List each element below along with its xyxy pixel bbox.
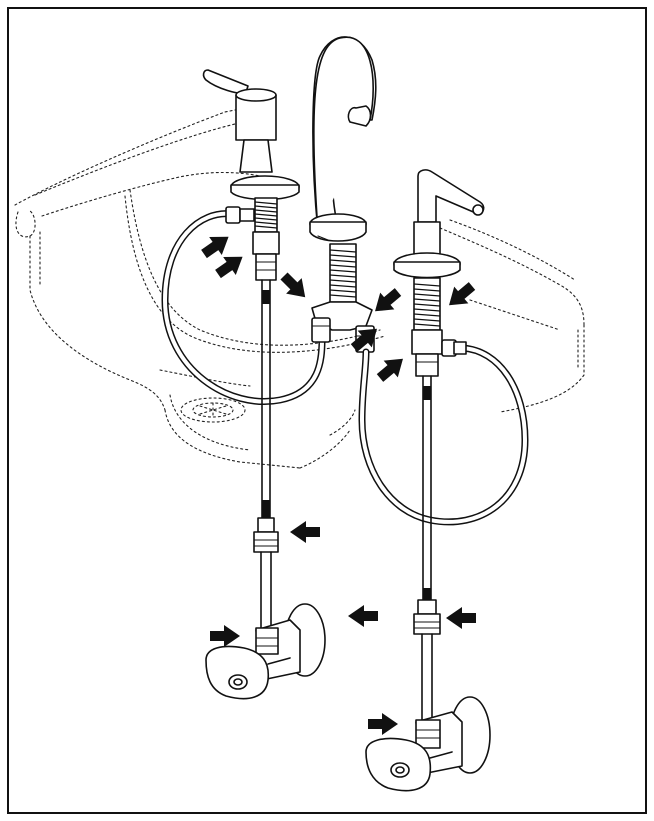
right-shutoff-valve [365,696,491,792]
arrow-icon [276,268,313,305]
left-shank [252,197,280,281]
figure-frame [7,7,647,814]
arrow-icon [368,713,398,735]
drain [180,397,246,423]
right-shank [411,277,443,377]
left-handle [202,69,300,201]
sink-basin-outline [14,107,585,469]
right-supply-line [413,375,441,721]
arrow-icon [348,605,378,627]
arrow-icon [446,607,476,629]
arrow-icon [211,247,249,284]
right-braided-hose [358,339,529,526]
arrow-icon [210,625,240,647]
tee-connector [311,243,375,353]
left-shutoff-valve [205,603,326,700]
arrow-icon [372,350,411,387]
arrow-icon [367,283,406,320]
spout [309,36,377,242]
right-handle [393,169,485,279]
left-braided-hose [161,206,326,405]
arrow-icon [290,521,320,543]
left-supply-line [253,279,279,631]
arrow-icon [441,277,480,314]
